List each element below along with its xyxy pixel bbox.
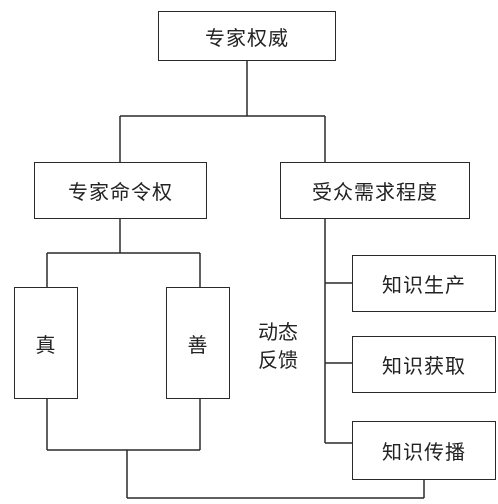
root-label: 专家权威 xyxy=(205,25,289,50)
feedback-label: 动态 反馈 xyxy=(250,318,306,374)
child-box-knowledge-dissemination: 知识传播 xyxy=(352,421,496,480)
root-box-expert-authority: 专家权威 xyxy=(158,11,336,61)
branch-right-label: 受众需求程度 xyxy=(312,180,438,204)
truth-label: 真 xyxy=(35,332,57,357)
child-box-goodness: 善 xyxy=(166,287,230,399)
child-box-knowledge-acquisition: 知识获取 xyxy=(352,336,496,393)
knowledge-production-label: 知识生产 xyxy=(382,273,466,297)
branch-box-expert-command: 专家命令权 xyxy=(34,162,207,219)
feedback-label-line2: 反馈 xyxy=(258,348,298,372)
goodness-label: 善 xyxy=(187,332,209,357)
branch-box-audience-demand: 受众需求程度 xyxy=(280,162,470,219)
knowledge-acquisition-label: 知识获取 xyxy=(382,354,466,378)
child-box-knowledge-production: 知识生产 xyxy=(352,255,496,312)
branch-left-label: 专家命令权 xyxy=(68,180,173,204)
child-box-truth: 真 xyxy=(14,287,78,399)
feedback-label-line1: 动态 xyxy=(258,320,298,344)
knowledge-dissemination-label: 知识传播 xyxy=(382,440,466,464)
